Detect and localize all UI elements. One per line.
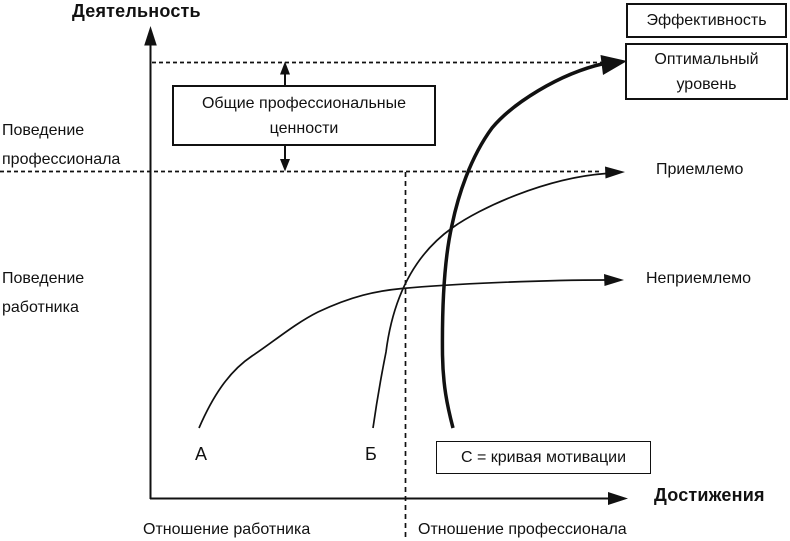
motivation-curve-legend-box: С = кривая мотивации	[436, 441, 651, 474]
effectiveness-box: Эффективность	[626, 3, 787, 38]
unacceptable-label: Неприемлемо	[646, 270, 751, 287]
x-axis-title: Достижения	[654, 485, 765, 505]
acceptable-level-arrowhead-icon	[605, 166, 625, 179]
values-down-arrowhead-icon	[280, 159, 290, 172]
optimal-level-box: Оптимальный уровень	[625, 43, 788, 100]
acceptable-label: Приемлемо	[656, 161, 744, 178]
worker-attitude-label: Отношение работника	[143, 521, 311, 538]
worker-behavior-label: Поведение работника	[2, 270, 85, 316]
curve-c-motivation	[440, 61, 605, 429]
curve-b	[372, 172, 607, 429]
curve-a-arrowhead-icon	[604, 274, 624, 286]
y-axis-arrowhead-icon	[144, 26, 157, 46]
values-up-arrowhead-icon	[280, 61, 290, 75]
professional-behavior-label: Поведение профессионала	[2, 122, 121, 168]
curve-b-label: Б	[365, 444, 377, 464]
curve-a-label: А	[195, 444, 208, 464]
curve-c-arrowhead-icon	[600, 55, 627, 75]
curve-a	[198, 279, 607, 429]
y-axis-title: Деятельность	[72, 1, 201, 21]
x-axis-arrowhead-icon	[608, 492, 628, 505]
shared-values-box: Общие профессиональные ценности	[172, 85, 436, 146]
professional-attitude-label: Отношение профессионала	[418, 521, 627, 538]
